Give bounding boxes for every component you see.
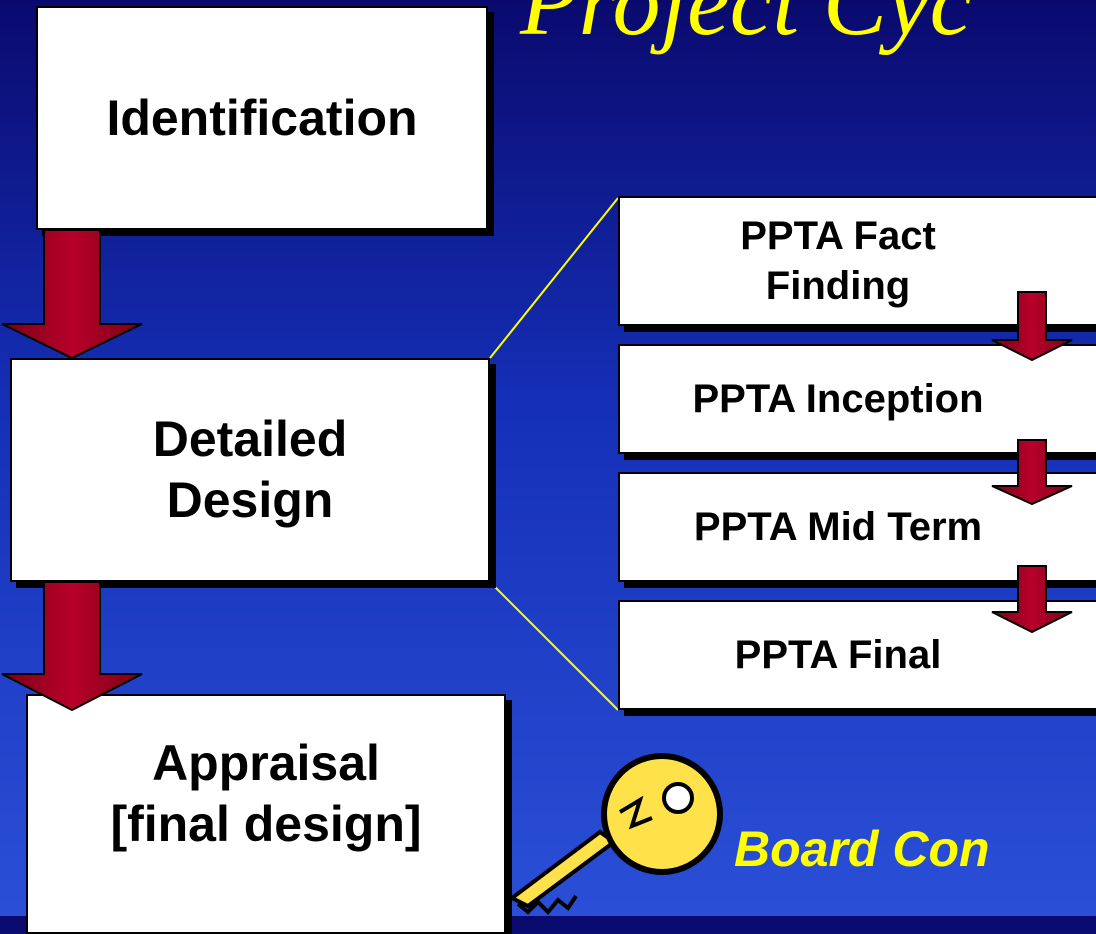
ppta-inception-label: PPTA Inception (692, 377, 984, 421)
connector-line-top (489, 197, 619, 359)
down-arrow-icon (1, 229, 143, 360)
stage-detailed-design-line1: Detailed (152, 411, 348, 467)
ppta-fact-finding-line1: PPTA Fact (740, 214, 936, 258)
board-consideration-text: Board Con (734, 821, 990, 877)
down-arrow-icon (991, 439, 1073, 506)
connector-line-bottom (489, 581, 619, 711)
down-arrow-icon (991, 565, 1073, 634)
ppta-fact-finding-line2: Finding (765, 264, 911, 308)
ppta-mid-term-label: PPTA Mid Term (693, 505, 983, 549)
stage-appraisal-line2: [final design] (110, 796, 422, 852)
stage-detailed-design-line2: Design (166, 472, 334, 528)
stage-appraisal-line1: Appraisal (152, 735, 380, 791)
ppta-inception: PPTA Inception (618, 344, 1096, 454)
slide-title: Project Cyc (520, 0, 973, 55)
stage-appraisal: Appraisal [final design] (26, 694, 506, 934)
down-arrow-icon (1, 581, 143, 712)
stage-identification-label: Identification (106, 89, 418, 146)
down-arrow-icon (991, 291, 1073, 362)
stage-detailed-design: Detailed Design (10, 358, 490, 582)
key-icon (508, 753, 723, 915)
ppta-final-label: PPTA Final (734, 633, 942, 677)
stage-identification: Identification (36, 6, 488, 230)
ppta-fact-finding: PPTA Fact Finding (618, 196, 1096, 326)
